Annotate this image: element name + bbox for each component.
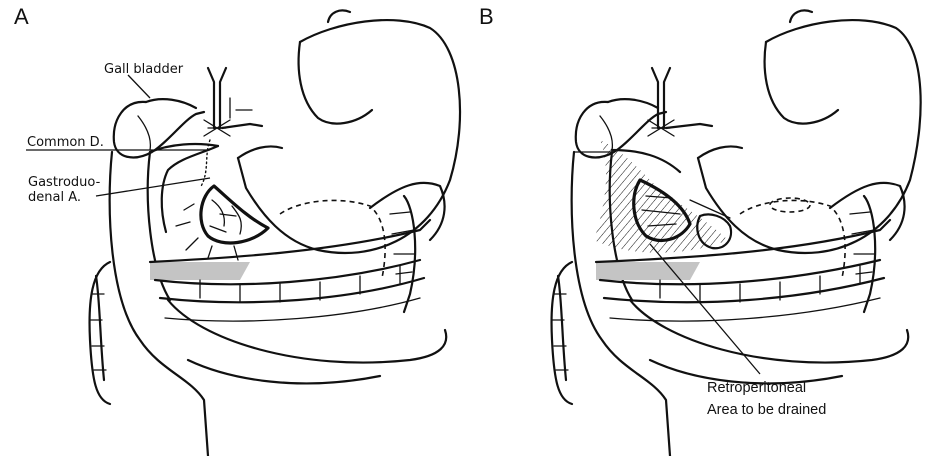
retroperitoneal-area [594, 140, 728, 253]
colon-b [594, 181, 906, 322]
leader-gall-bladder [127, 74, 151, 99]
stomach-a [236, 9, 462, 255]
ascending-colon-a [88, 260, 112, 406]
ascending-colon-b [550, 260, 574, 406]
dashed-outline-a [279, 199, 386, 279]
label-retroperitoneal-line2: Area to be drained [707, 402, 826, 418]
label-gall-bladder: Gall bladder [104, 62, 184, 77]
duodenum-b [570, 148, 910, 458]
leader-retroperitoneal [649, 243, 761, 375]
esophagus-b [647, 66, 714, 137]
stomach-b [696, 9, 922, 255]
colon-a [148, 181, 446, 322]
esophagus-a [203, 66, 264, 137]
leader-gastroduodenal [95, 177, 211, 197]
pancreas-b [632, 178, 733, 250]
label-retroperitoneal-line1: Retroperitoneal [707, 380, 806, 396]
lesion-a [175, 184, 270, 261]
panel-a: A [14, 4, 462, 458]
panel-b-letter: B [479, 4, 494, 29]
label-common-duct: Common D. [27, 135, 104, 150]
gall-bladder-a [112, 98, 206, 159]
panel-a-letter: A [14, 4, 29, 29]
common-duct-a [199, 139, 211, 189]
panel-b: B [479, 4, 922, 458]
dashed-outline-b [739, 199, 846, 279]
anastomosis-dashed [769, 197, 811, 213]
gall-bladder-b [574, 98, 668, 159]
label-gastroduodenal-line2: denal A. [28, 190, 81, 205]
label-gastroduodenal-line1: Gastroduo- [28, 175, 101, 190]
